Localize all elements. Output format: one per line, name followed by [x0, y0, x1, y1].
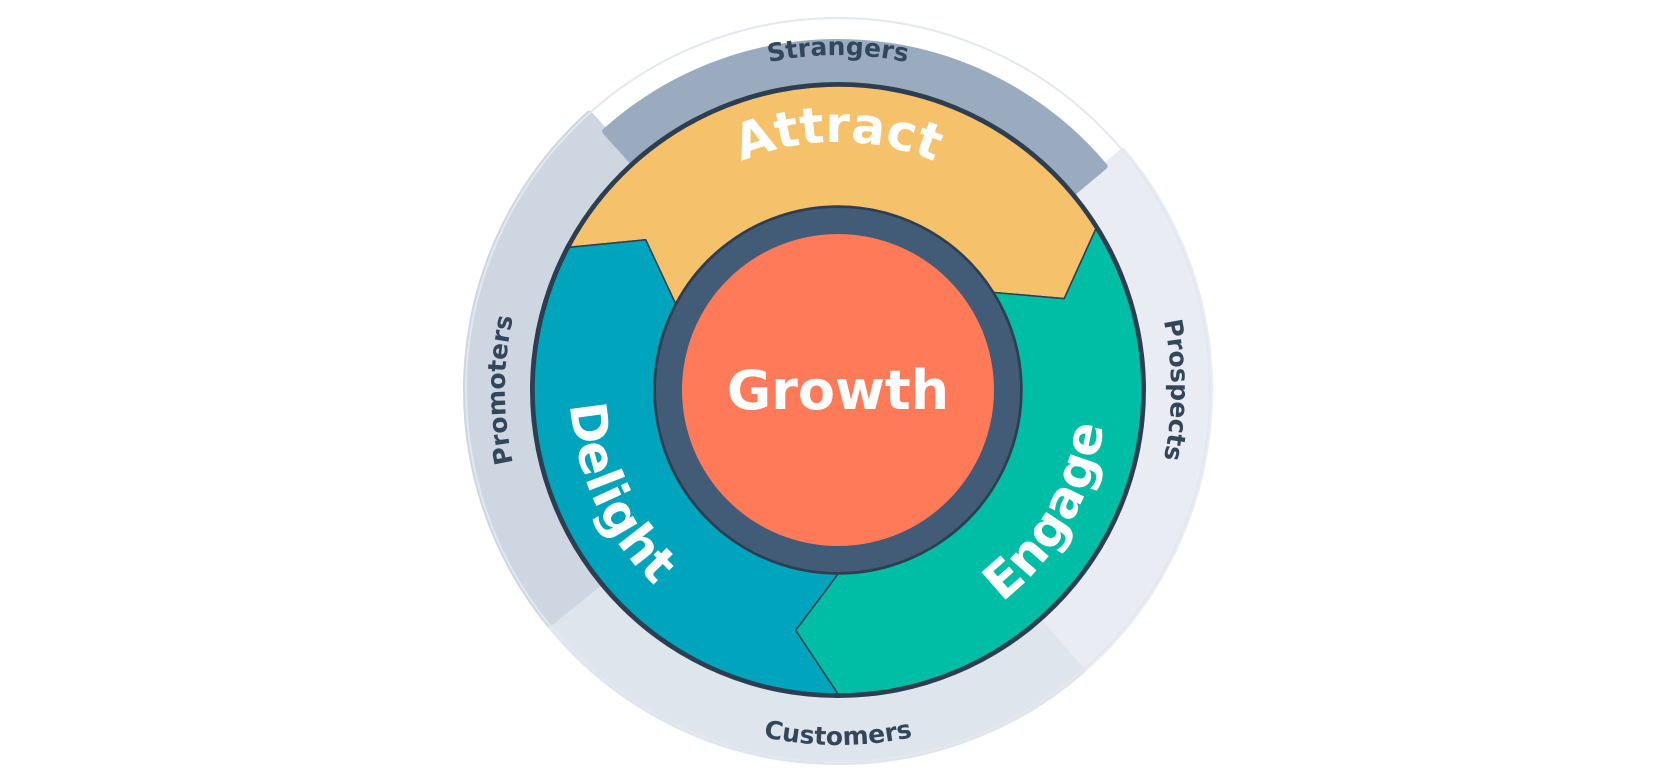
growth-core — [682, 234, 994, 546]
growth-label: Growth — [727, 359, 949, 422]
flywheel-segments — [533, 85, 1143, 695]
outer-rim — [465, 17, 1211, 763]
outer-stage-bands — [463, 17, 1214, 766]
